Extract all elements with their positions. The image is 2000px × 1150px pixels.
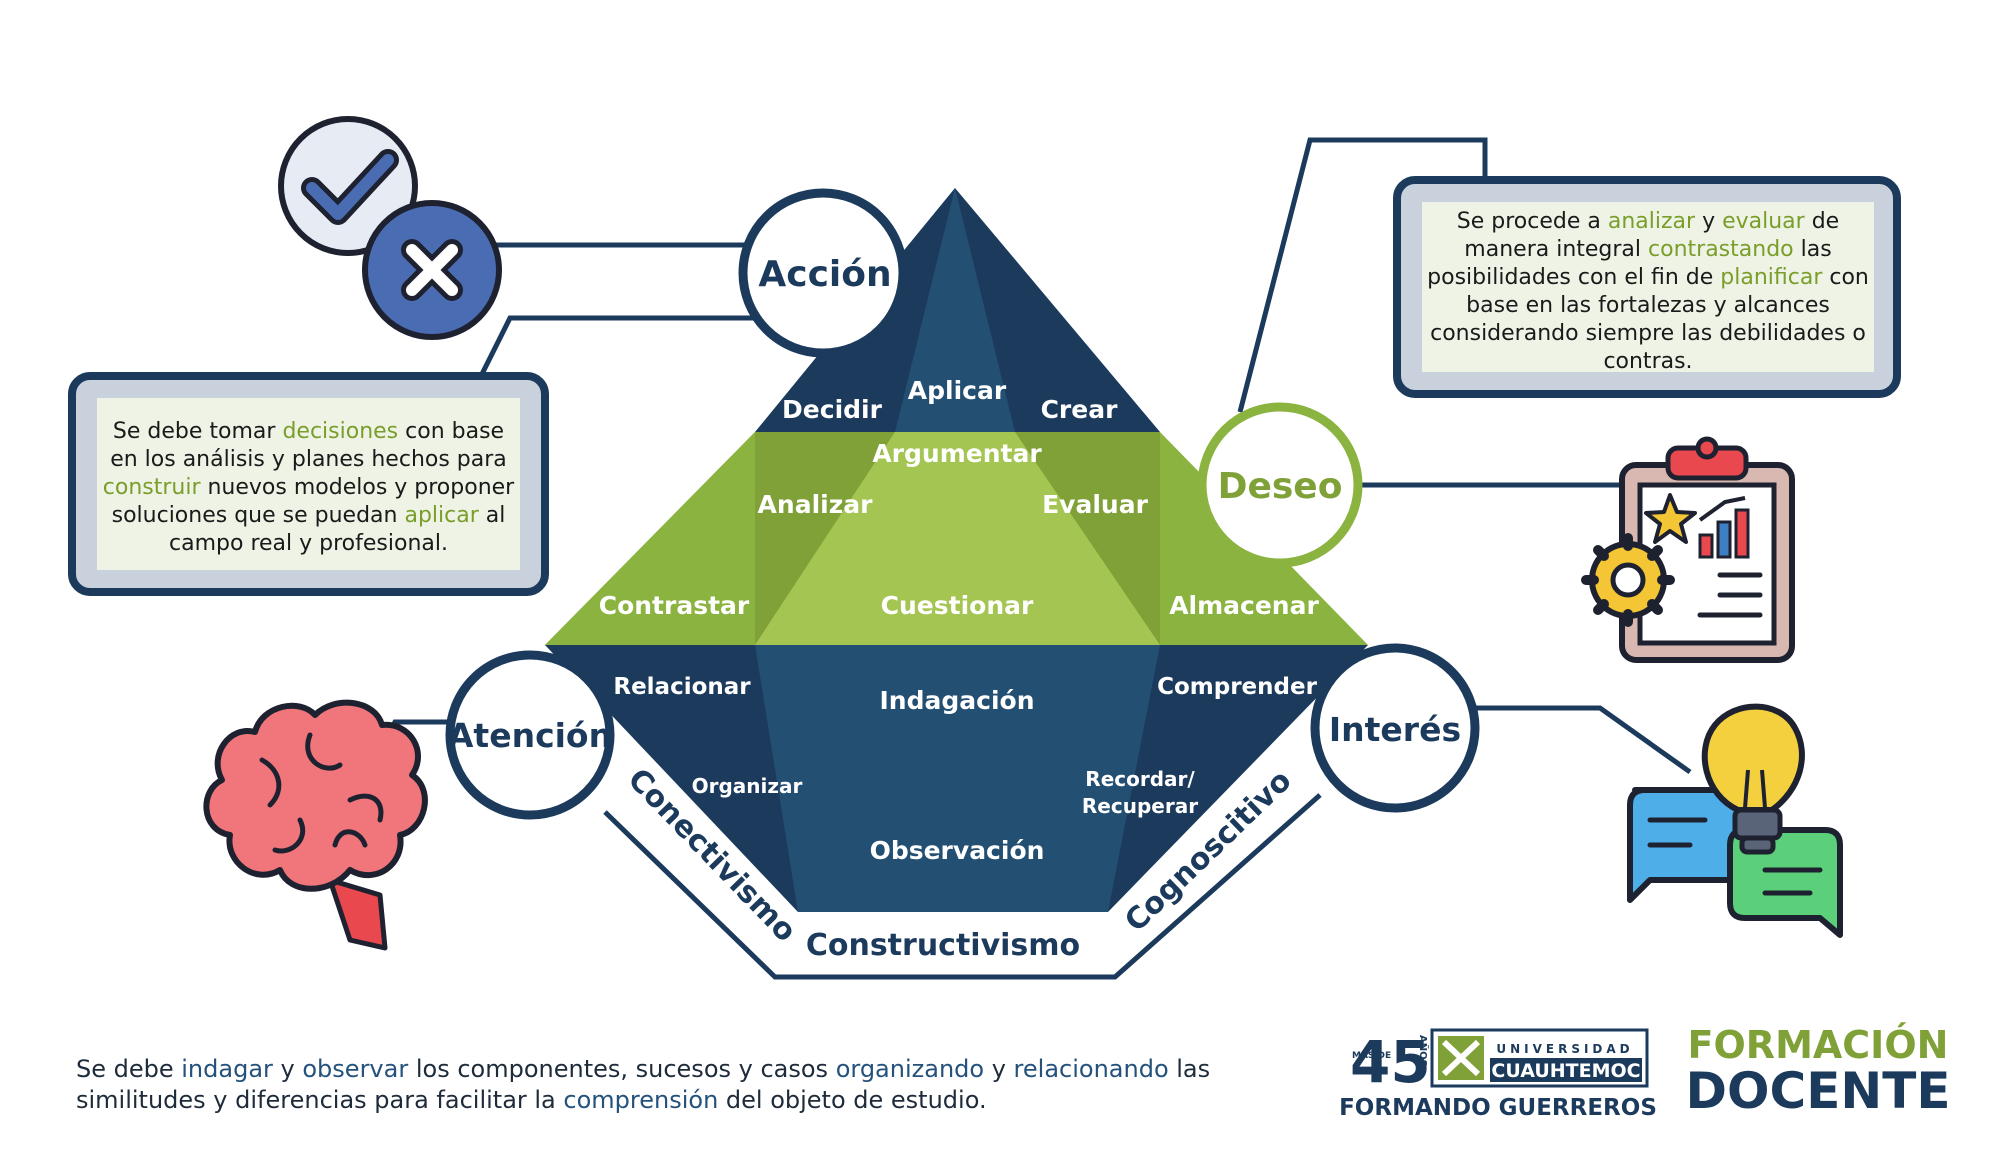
text-segment: y <box>984 1055 1014 1083</box>
highlight-word: relacionando <box>1013 1055 1169 1083</box>
text-segment: y <box>1695 209 1723 234</box>
clipboard-chart-icon <box>1581 436 1795 663</box>
circle-deseo: Deseo <box>1197 402 1363 568</box>
text-segment: de manera integral <box>1464 209 1840 262</box>
label-contrastar: Contrastar <box>599 591 750 620</box>
circle-accion: Acción <box>738 188 908 358</box>
circle-atencion: Atención <box>445 650 615 820</box>
label-analizar: Analizar <box>758 490 874 519</box>
label-aplicar: Aplicar <box>908 376 1007 405</box>
bottom-description: Se debe indagar y observar los component… <box>76 1054 1276 1116</box>
label-crear: Crear <box>1041 395 1119 424</box>
text-segment: al campo real y profesional. <box>169 503 506 556</box>
circle-atencion-label: Atención <box>448 716 612 755</box>
cross-icon <box>362 200 502 340</box>
circle-interes: Interés <box>1310 643 1480 813</box>
highlight-word: comprensión <box>563 1086 719 1114</box>
label-cuestionar: Cuestionar <box>881 591 1034 620</box>
logo-docente: DOCENTE <box>1686 1062 1951 1120</box>
highlight-word: planificar <box>1720 265 1823 290</box>
circle-interes-label: Interés <box>1329 710 1461 749</box>
base-outline <box>603 793 1322 980</box>
label-almacenar: Almacenar <box>1169 591 1319 620</box>
text-segment: las similitudes y diferencias para facil… <box>76 1055 1211 1114</box>
label-evaluar: Evaluar <box>1042 490 1148 519</box>
lightbulb-chat-icon <box>1627 703 1843 938</box>
highlight-word: decisiones <box>282 419 399 444</box>
label-recordar: Recordar/ <box>1085 767 1195 791</box>
logo-cuauhtemoc: CUAUHTEMOC <box>1491 1060 1640 1082</box>
text-segment: las posibilidades con el fin de <box>1427 237 1832 290</box>
logo-universidad-cuauhtemoc: 45 MÁS DE AÑOS UNIVERSIDAD CUAUHTEMOC FO… <box>1339 1028 1657 1121</box>
highlight-word: contrastando <box>1648 237 1794 262</box>
logo-formacion-docente: FORMACIÓN DOCENTE <box>1686 1023 1951 1120</box>
label-comprender: Comprender <box>1157 674 1317 700</box>
highlight-word: organizando <box>835 1055 985 1083</box>
logo-anos: AÑOS <box>1417 1035 1430 1067</box>
text-segment: y <box>272 1055 303 1083</box>
label-constructivismo: Constructivismo <box>806 928 1080 963</box>
highlight-word: evaluar <box>1722 209 1805 234</box>
highlight-word: construir <box>102 475 201 500</box>
text-segment: Se procede a <box>1456 209 1608 234</box>
label-recuperar: Recuperar <box>1082 794 1198 818</box>
logo-formacion: FORMACIÓN <box>1688 1023 1949 1067</box>
logo-slogan: FORMANDO GUERREROS <box>1339 1095 1657 1121</box>
circle-deseo-label: Deseo <box>1218 466 1343 507</box>
highlight-word: observar <box>302 1055 409 1083</box>
text-segment: del objeto de estudio. <box>718 1086 987 1114</box>
logo-universidad: UNIVERSIDAD <box>1496 1042 1633 1056</box>
text-segment: nuevos modelos y proponer soluciones que… <box>111 475 515 528</box>
pyramid-bottom <box>545 645 1368 912</box>
label-organizar: Organizar <box>692 774 803 798</box>
check-icon <box>278 116 418 256</box>
box-left-text: Se debe tomar decisiones con base en los… <box>100 418 517 558</box>
brain-icon <box>203 699 428 951</box>
box-right-frame <box>1393 176 1901 398</box>
label-indagacion: Indagación <box>880 686 1035 715</box>
text-segment: con base en las fortalezas y alcances co… <box>1430 265 1869 374</box>
text-segment: los componentes, sucesos y casos <box>408 1055 836 1083</box>
label-decidir: Decidir <box>782 395 883 424</box>
logo-45: 45 <box>1350 1028 1431 1096</box>
box-left-frame <box>68 372 549 596</box>
highlight-word: indagar <box>181 1055 273 1083</box>
logo-mas-de: MÁS DE <box>1352 1049 1391 1061</box>
pyramid-middle <box>545 432 1368 645</box>
highlight-word: analizar <box>1607 209 1696 234</box>
highlight-word: aplicar <box>404 503 479 528</box>
text-segment: con base en los análisis y planes hechos… <box>110 419 507 472</box>
label-argumentar: Argumentar <box>872 439 1042 468</box>
label-observacion: Observación <box>870 836 1045 865</box>
box-right-text: Se procede a analizar y evaluar de maner… <box>1418 208 1878 376</box>
pyramid-labels: Decidir Aplicar Crear Argumentar Analiza… <box>599 376 1320 865</box>
text-segment: Se debe tomar <box>112 419 283 444</box>
pyramid-top <box>755 188 1160 432</box>
circle-accion-label: Acción <box>758 254 891 295</box>
label-relacionar: Relacionar <box>613 674 751 700</box>
text-segment: Se debe <box>76 1055 182 1083</box>
